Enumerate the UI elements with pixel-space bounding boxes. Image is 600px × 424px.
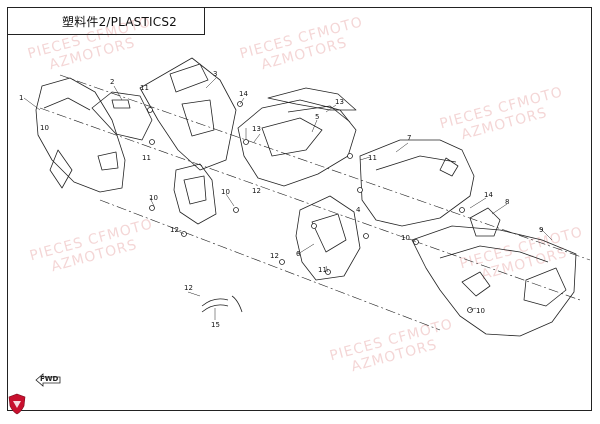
callout-13: 13 (252, 125, 261, 133)
part-6-lower-bracket (295, 195, 361, 281)
callout-10: 10 (221, 188, 230, 196)
part-15-clip (201, 295, 243, 313)
callout-10: 10 (149, 194, 158, 202)
part-2-panel (91, 91, 153, 141)
callout-12: 12 (252, 187, 261, 195)
part-4-bracket (173, 163, 217, 225)
part-13-upper-panel (267, 87, 357, 111)
callout-5: 5 (315, 113, 319, 121)
part-9-side-panel (411, 225, 577, 337)
callout-9: 9 (539, 226, 543, 234)
callout-12: 12 (170, 226, 179, 234)
callout-10: 10 (476, 307, 485, 315)
brand-shield-icon (8, 393, 26, 415)
drawing-frame (7, 7, 592, 411)
callout-11: 11 (142, 154, 151, 162)
callout-7: 7 (407, 134, 411, 142)
part-8-bracket (469, 207, 501, 237)
leader-lines (23, 77, 553, 320)
callout-11: 11 (368, 154, 377, 162)
fasteners (147, 101, 473, 313)
fwd-label: FWD (40, 375, 59, 383)
callout-14: 14 (239, 90, 248, 98)
fwd-arrow-icon (35, 373, 61, 387)
centerlines (39, 74, 591, 331)
callout-2: 2 (110, 78, 114, 86)
callout-12: 12 (270, 252, 279, 260)
callout-3: 3 (213, 70, 217, 78)
callout-14: 14 (484, 191, 493, 199)
callout-13: 13 (335, 98, 344, 106)
callout-4: 4 (356, 206, 361, 214)
diagram-title: 塑料件2/PLASTICS2 (62, 15, 178, 29)
callout-12: 12 (184, 284, 193, 292)
callout-1: 1 (19, 94, 23, 102)
callout-11: 11 (140, 84, 149, 92)
callout-8: 8 (505, 198, 509, 206)
part-1-front-panel (35, 77, 126, 193)
callout-10: 10 (401, 234, 410, 242)
callout-labels: 1 2 3 4 5 6 7 8 9 10 10 10 10 10 11 11 1… (19, 70, 543, 329)
callout-10: 10 (40, 124, 49, 132)
callout-11: 11 (318, 266, 327, 274)
part-3-inner-panel (139, 57, 237, 171)
part-7-rear-panel (359, 139, 475, 227)
callout-6: 6 (296, 250, 301, 258)
title-box (7, 7, 205, 35)
callout-15: 15 (211, 321, 220, 329)
